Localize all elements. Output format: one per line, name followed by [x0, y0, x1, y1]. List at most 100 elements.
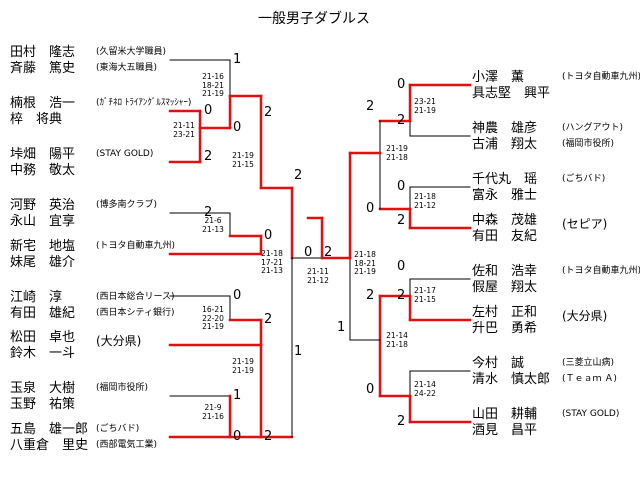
game-score: 22-20 — [202, 313, 224, 323]
affiliation: (ごちバド) — [96, 424, 140, 434]
player-name: 楠根 浩一 — [10, 96, 76, 111]
win-count: 2 — [204, 149, 213, 164]
affiliation: (福岡市役所) — [96, 383, 149, 393]
affiliation: (西部電気工業) — [96, 440, 158, 450]
win-count: 2 — [397, 113, 406, 128]
player-name: 田村 隆志 — [10, 45, 76, 60]
player-name: 八重倉 里史 — [10, 438, 89, 453]
win-count: 0 — [397, 179, 406, 194]
affiliation: (三菱立山病) — [562, 358, 615, 368]
affiliation: (STAY GOLD) — [562, 409, 620, 419]
win-count: 0 — [233, 288, 242, 303]
game-score: 21-18 — [414, 192, 436, 201]
player-name: 清水 慎太郎 — [472, 372, 551, 387]
player-name: 玉野 祐策 — [10, 397, 76, 412]
win-count: 0 — [397, 259, 406, 274]
win-count: 2 — [366, 99, 375, 114]
game-score: 21-16 — [202, 411, 224, 421]
game-score: 18-21 — [354, 258, 376, 268]
player-name: 有田 雄紀 — [10, 306, 76, 321]
game-score: 18-21 — [202, 80, 224, 90]
win-count: 0 — [264, 228, 273, 243]
game-score: 21-16 — [202, 72, 224, 81]
game-score: 21-14 — [386, 331, 408, 340]
game-score: 21-19 — [414, 105, 436, 115]
win-count: 0 — [304, 245, 313, 260]
win-count: 1 — [233, 388, 242, 403]
game-score: 21-11 — [173, 121, 195, 130]
game-score: 21-18 — [354, 250, 376, 259]
game-score: 21-19 — [202, 89, 224, 98]
player-name: 中務 敬太 — [10, 163, 76, 178]
affiliation: (ごちバド) — [562, 174, 606, 184]
win-count: 0 — [233, 120, 242, 135]
player-name: 河野 英治 — [10, 198, 76, 213]
player-name: 江崎 淳 — [10, 290, 63, 305]
game-score: 21-15 — [232, 159, 254, 169]
player-name: 古浦 翔太 — [472, 137, 538, 152]
win-count: 2 — [397, 414, 406, 429]
affiliation: (福岡市役所) — [562, 139, 615, 149]
win-count: 2 — [264, 312, 273, 327]
page-title: 一般男子ダブルス — [258, 11, 370, 27]
win-count: 2 — [397, 288, 406, 303]
win-count: 1 — [294, 344, 303, 359]
game-score: 21-19 — [232, 365, 254, 375]
player-name: 小澤 薫 — [472, 70, 525, 85]
player-name: 佐和 浩幸 — [472, 264, 538, 279]
win-count: 0 — [233, 429, 242, 444]
win-count: 1 — [337, 320, 346, 335]
game-score: 21-19 — [354, 267, 376, 276]
player-name: 升巴 勇希 — [472, 321, 538, 336]
game-score: 21-11 — [307, 267, 329, 276]
game-score: 17-21 — [261, 257, 283, 267]
win-count: 0 — [204, 103, 213, 118]
affiliation: (STAY GOLD) — [96, 149, 154, 159]
game-score: 21-18 — [386, 339, 408, 349]
win-count: 2 — [294, 168, 303, 183]
game-score: 21-18 — [386, 152, 408, 162]
player-name: 假屋 翔太 — [472, 280, 538, 295]
affiliation: (ハングアウト) — [562, 123, 624, 133]
game-score: 21-12 — [414, 200, 436, 210]
player-name: 有田 友紀 — [472, 229, 538, 244]
player-name: 永山 宜享 — [10, 214, 76, 229]
player-name: 垰畑 陽平 — [10, 147, 76, 162]
player-name: 新宅 地塩 — [10, 239, 76, 254]
game-score: 21-14 — [414, 380, 436, 389]
affiliation: (大分県) — [562, 309, 608, 323]
game-score: 21-6 — [204, 216, 222, 225]
affiliation: (Ｔｅａｍ Ａ) — [562, 374, 617, 384]
player-name: 中森 茂雄 — [472, 213, 538, 228]
win-count: 0 — [366, 201, 375, 216]
game-score: 23-21 — [173, 129, 195, 139]
affiliation: (大分県) — [96, 334, 142, 348]
affiliation: (博多南クラブ) — [96, 200, 158, 210]
game-score: 21-19 — [232, 151, 254, 160]
affiliation: (東海大五職員) — [96, 63, 158, 73]
affiliation: (トヨタ自動車九州) — [562, 72, 640, 82]
game-score: 21-13 — [202, 224, 224, 234]
player-name: 斉藤 篤史 — [10, 61, 76, 76]
affiliation: (西日本総合リース) — [96, 292, 175, 302]
win-count: 2 — [397, 213, 406, 228]
win-count: 0 — [366, 382, 375, 397]
win-count: 0 — [397, 77, 406, 92]
game-score: 21-9 — [204, 403, 222, 412]
win-count: 2 — [366, 288, 375, 303]
game-score: 21-19 — [202, 322, 224, 331]
affiliation: (久留米大学職員) — [96, 47, 167, 57]
game-score: 21-13 — [261, 266, 283, 275]
player-name: 松田 卓也 — [10, 330, 76, 345]
game-score: 24-22 — [414, 388, 436, 398]
player-name: 富永 雅士 — [472, 188, 538, 203]
player-name: 五島 雄一郎 — [10, 422, 89, 437]
player-name: 具志堅 興平 — [472, 86, 551, 101]
player-name: 左村 正和 — [472, 305, 538, 320]
affiliation: (トヨタ自動車九州) — [562, 266, 640, 276]
game-score: 21-12 — [307, 275, 329, 285]
affiliation: (セピア) — [562, 217, 608, 231]
win-count: 2 — [264, 105, 273, 120]
